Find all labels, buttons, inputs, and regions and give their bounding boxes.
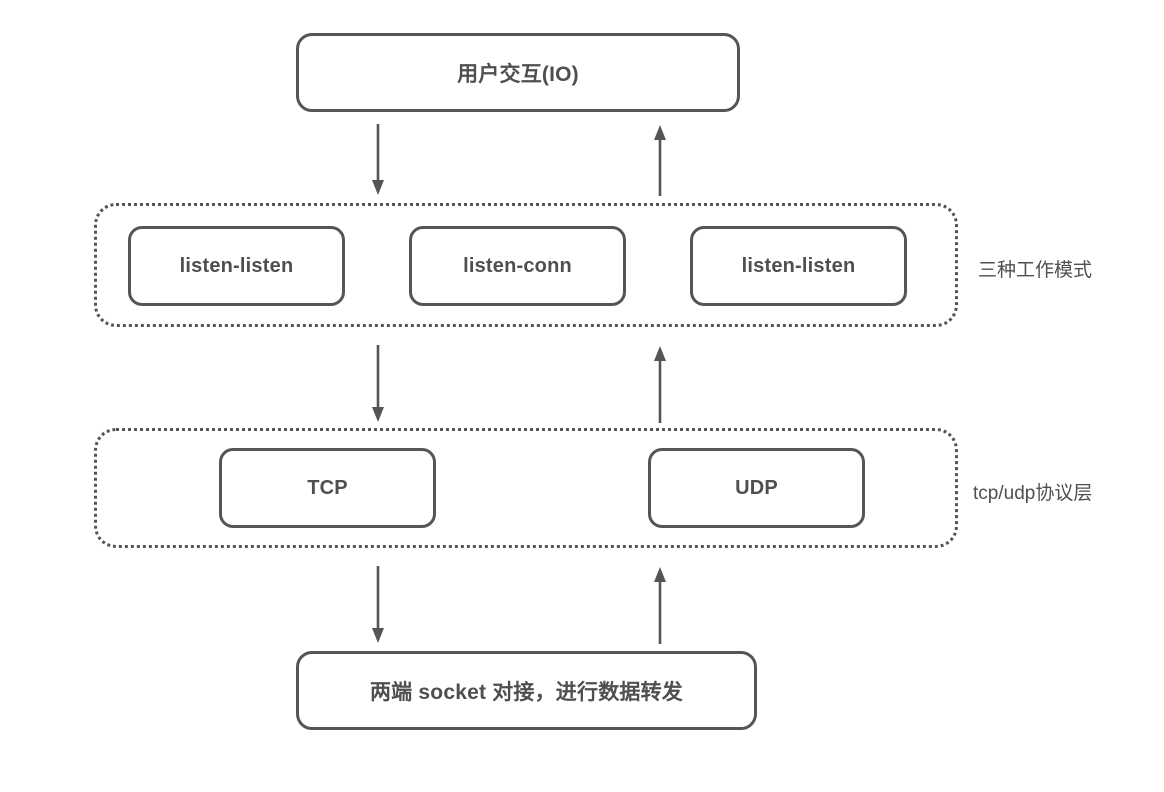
arrow-protocol-to-modes: [650, 345, 670, 423]
node-mode-listen-conn[interactable]: listen-conn: [409, 226, 626, 306]
node-mode-listen-listen-left[interactable]: listen-listen: [128, 226, 345, 306]
group-protocol-layer: [94, 428, 958, 548]
node-mode-left-label: listen-listen: [179, 254, 294, 277]
arrow-modes-to-io: [650, 124, 670, 196]
node-udp-label: UDP: [735, 476, 778, 499]
group-label-protocol-layer: tcp/udp协议层: [973, 483, 1093, 504]
node-mode-right-label: listen-listen: [741, 254, 856, 277]
node-mode-listen-listen-right[interactable]: listen-listen: [690, 226, 907, 306]
node-socket-forward-label: 两端 socket 对接，进行数据转发: [369, 680, 683, 704]
node-socket-forward[interactable]: 两端 socket 对接，进行数据转发: [296, 651, 757, 730]
node-udp[interactable]: UDP: [648, 448, 865, 528]
node-mode-center-label: listen-conn: [463, 254, 572, 277]
node-user-io[interactable]: 用户交互(IO): [296, 33, 740, 112]
arrow-protocol-to-socket: [368, 566, 388, 644]
node-tcp-label: TCP: [307, 476, 348, 499]
node-user-io-label: 用户交互(IO): [457, 62, 579, 86]
group-working-modes: [94, 203, 958, 327]
node-tcp[interactable]: TCP: [219, 448, 436, 528]
arrow-modes-to-protocol: [368, 345, 388, 423]
arrow-io-to-modes: [368, 124, 388, 196]
arrow-socket-to-protocol: [650, 566, 670, 644]
group-label-working-modes: 三种工作模式: [978, 260, 1093, 281]
